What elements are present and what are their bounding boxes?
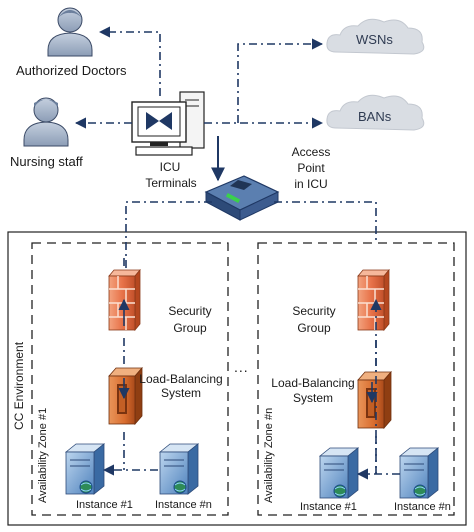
label-lb-zonen-l2: System (292, 391, 333, 405)
label-terminals: Terminals (145, 176, 197, 190)
label-in-icu: in ICU (294, 177, 328, 191)
label-lb-zone1-l2: System (160, 386, 201, 400)
wsn-cloud-icon (326, 18, 425, 55)
connector-ap-zonen (274, 201, 377, 240)
label-point: Point (297, 161, 325, 175)
access-point-icon (204, 175, 280, 221)
label-availability-zone-1: Availability Zone #1 (37, 407, 49, 503)
server-instance-1-zonen-icon (318, 447, 360, 499)
firewall-icon-zonen (357, 268, 390, 332)
label-instance-1-zonen: Instance #1 (300, 501, 357, 513)
label-availability-zone-n: Availability Zone #n (263, 407, 275, 503)
label-instance-1-zone1: Instance #1 (76, 499, 133, 511)
load-balancer-icon-zonen (357, 370, 392, 430)
nurse-icon (23, 97, 69, 147)
icu-terminal-icon (131, 91, 205, 156)
availability-zone-1-box (31, 242, 229, 516)
label-security-zonen-l1: Security (292, 304, 336, 318)
connector-ap-zone1 (125, 201, 212, 272)
label-security-zone1-l1: Security (168, 304, 212, 318)
label-icu: ICU (159, 160, 181, 174)
doctor-icon (47, 7, 93, 57)
server-instance-n-zonen-icon (398, 447, 440, 499)
availability-zone-n-box (257, 242, 455, 516)
label-security-zone1-l2: Group (173, 321, 207, 335)
label-wsn: WSNs (356, 32, 393, 47)
server-instance-1-zone1-icon (64, 443, 106, 495)
label-instance-n-zonen: Instance #n (394, 501, 451, 513)
cc-environment-box (7, 231, 467, 526)
label-nursing-staff: Nursing staff (10, 154, 83, 169)
label-authorized-doctors: Authorized Doctors (16, 63, 127, 78)
ban-cloud-icon (326, 94, 425, 131)
label-cc-environment: CC Environment (12, 341, 26, 430)
connector-terminal-doctors (98, 26, 161, 96)
label-ban: BANs (358, 109, 392, 124)
label-lb-zone1-l1: Load-Balancing (139, 372, 223, 386)
label-security-zonen-l2: Group (297, 321, 331, 335)
label-lb-zonen-l1: Load-Balancing (271, 376, 355, 390)
server-instance-n-zone1-icon (158, 443, 200, 495)
label-instance-n-zone1: Instance #n (155, 499, 212, 511)
label-ellipsis: ... (234, 359, 249, 375)
connector-terminal-wsn (237, 38, 324, 123)
label-access: Access (291, 145, 331, 159)
